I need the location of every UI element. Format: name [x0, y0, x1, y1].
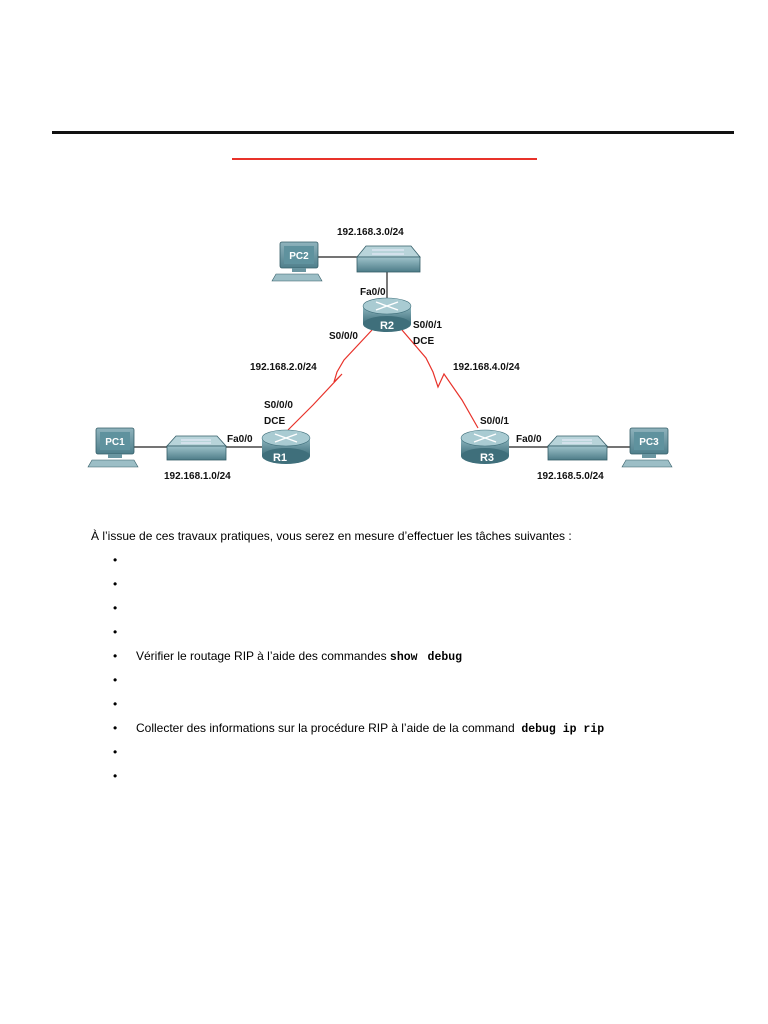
list-item: • Vérifier le routage RIP à l’aide des co… — [110, 647, 730, 671]
router-r3: R3 — [460, 429, 510, 464]
router-r3-label: R3 — [480, 452, 494, 464]
command-show: show — [389, 651, 418, 664]
network-topology-diagram: R2 R1 R3 PC2 PC1 PC3 192.168.3.0/24 — [87, 227, 673, 482]
switch-r2-lan — [356, 245, 421, 273]
bullet-icon: • — [113, 577, 118, 591]
router-r2-label: R2 — [380, 320, 394, 332]
r2-fa-interface-label: Fa0/0 — [360, 287, 386, 298]
list-item: • — [110, 695, 730, 719]
network-label-lan-r2: 192.168.3.0/24 — [337, 227, 404, 238]
serial-link-r1-r2 — [287, 329, 373, 431]
list-item: • — [110, 599, 730, 623]
router-r1-label: R1 — [273, 452, 287, 464]
objectives-list: • • • • • Vérifier le routage RIP à l’aid… — [110, 551, 730, 791]
switch-r1-lan — [166, 435, 227, 461]
pc2-workstation: PC2 — [271, 241, 323, 282]
bullet-icon: • — [113, 721, 118, 735]
r2-s001-interface-label: S0/0/1 — [413, 320, 442, 331]
network-label-wan-r2-r3: 192.168.4.0/24 — [453, 362, 520, 373]
objective-text: Vérifier le routage RIP à l’aide des com… — [136, 649, 390, 663]
r2-s000-interface-label: S0/0/0 — [329, 331, 358, 342]
bullet-icon: • — [113, 625, 118, 639]
network-label-lan-r3: 192.168.5.0/24 — [537, 471, 604, 482]
bullet-icon: • — [113, 601, 118, 615]
bullet-icon: • — [113, 673, 118, 687]
r3-s001-interface-label: S0/0/1 — [480, 416, 509, 427]
command-debug: debug — [427, 651, 463, 664]
list-item: • — [110, 671, 730, 695]
list-item: • — [110, 767, 730, 791]
bullet-icon: • — [113, 553, 118, 567]
router-r1: R1 — [261, 429, 311, 464]
objectives-intro: À l’issue de ces travaux pratiques, vous… — [91, 529, 572, 543]
bullet-icon: • — [113, 697, 118, 711]
serial-link-r2-r3 — [401, 329, 479, 429]
objective-text: Collecter des informations sur la procéd… — [136, 721, 518, 735]
ethernet-links — [133, 256, 632, 448]
pc2-label: PC2 — [289, 251, 309, 262]
r2-dce-label: DCE — [413, 336, 434, 347]
pc1-label: PC1 — [105, 437, 125, 448]
pc3-label: PC3 — [639, 437, 659, 448]
list-item: • — [110, 623, 730, 647]
command-debug-ip-rip: debug ip rip — [521, 723, 605, 736]
network-label-wan-r1-r2: 192.168.2.0/24 — [250, 362, 317, 373]
switch-r3-lan — [547, 435, 608, 461]
bullet-icon: • — [113, 745, 118, 759]
bullet-icon: • — [113, 649, 118, 663]
title-rule — [52, 131, 734, 134]
list-item: • — [110, 575, 730, 599]
pc3-workstation: PC3 — [621, 427, 673, 468]
r1-fa-interface-label: Fa0/0 — [227, 434, 253, 445]
r1-s000-interface-label: S0/0/0 — [264, 400, 293, 411]
list-item: • — [110, 743, 730, 767]
router-r2: R2 — [362, 297, 412, 332]
list-item: • Collecter des informations sur la procé… — [110, 719, 730, 743]
subtitle-rule — [232, 158, 537, 160]
bullet-icon: • — [113, 769, 118, 783]
pc1-workstation: PC1 — [87, 427, 139, 468]
list-item: • — [110, 551, 730, 575]
r1-dce-label: DCE — [264, 416, 285, 427]
network-label-lan-r1: 192.168.1.0/24 — [164, 471, 231, 482]
r3-fa-interface-label: Fa0/0 — [516, 434, 542, 445]
